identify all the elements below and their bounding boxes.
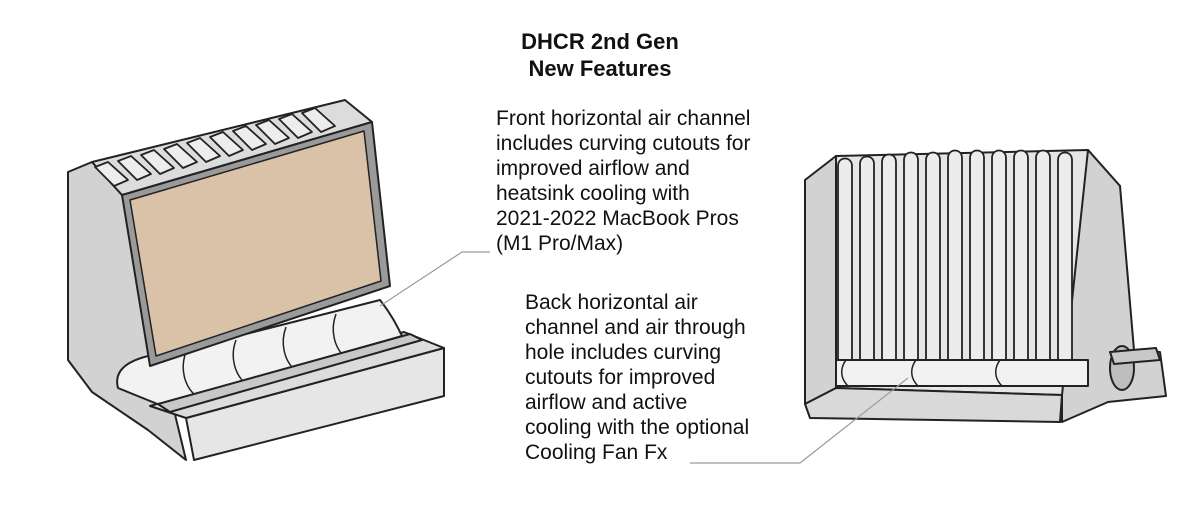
laptop-panel — [129, 130, 382, 357]
back-channel-cutout-1 — [841, 359, 849, 387]
caption-line: Cooling Fan Fx — [525, 441, 668, 464]
heatsink-fins-back — [837, 149, 1073, 367]
back-channel-cutout-2 — [911, 359, 919, 387]
back-channel-cutout-3 — [995, 359, 1003, 387]
back-stand-illustration — [804, 149, 1167, 423]
caption-line: improved airflow and — [496, 157, 690, 180]
front-channel-caption: Front horizontal air channel includes cu… — [496, 106, 750, 256]
leader-line-back — [690, 377, 909, 464]
back-channel-caption: Back horizontal air channel and air thro… — [525, 290, 749, 465]
caption-line: Front horizontal air channel — [496, 107, 751, 130]
caption-line: hole includes curving — [525, 341, 722, 364]
caption-line: airflow and active — [525, 391, 688, 414]
diagram-title: DHCR 2nd Gen New Features — [450, 28, 750, 82]
heatsink-fins-front — [94, 107, 336, 187]
back-air-channel — [835, 359, 1089, 387]
caption-line: cooling with the optional — [525, 416, 750, 439]
laptop-rest-ledge — [157, 333, 423, 413]
leader-line-front — [379, 251, 490, 307]
caption-line: heatsink cooling with — [496, 182, 690, 205]
caption-line: (M1 Pro/Max) — [496, 232, 624, 255]
back-stand-left-face — [804, 155, 837, 405]
caption-line: includes curving cutouts for — [496, 132, 751, 155]
caption-line: 2021-2022 MacBook Pros — [496, 207, 739, 230]
front-air-channel — [116, 299, 403, 406]
caption-line: Back horizontal air — [525, 291, 698, 314]
back-stand-bottom — [804, 387, 1063, 423]
title-line-2: New Features — [528, 56, 672, 81]
title-line-1: DHCR 2nd Gen — [521, 29, 679, 54]
caption-line: channel and air through — [525, 316, 746, 339]
back-ledge — [1109, 347, 1161, 365]
caption-line: cutouts for improved — [525, 366, 716, 389]
front-stand-illustration — [67, 99, 445, 461]
